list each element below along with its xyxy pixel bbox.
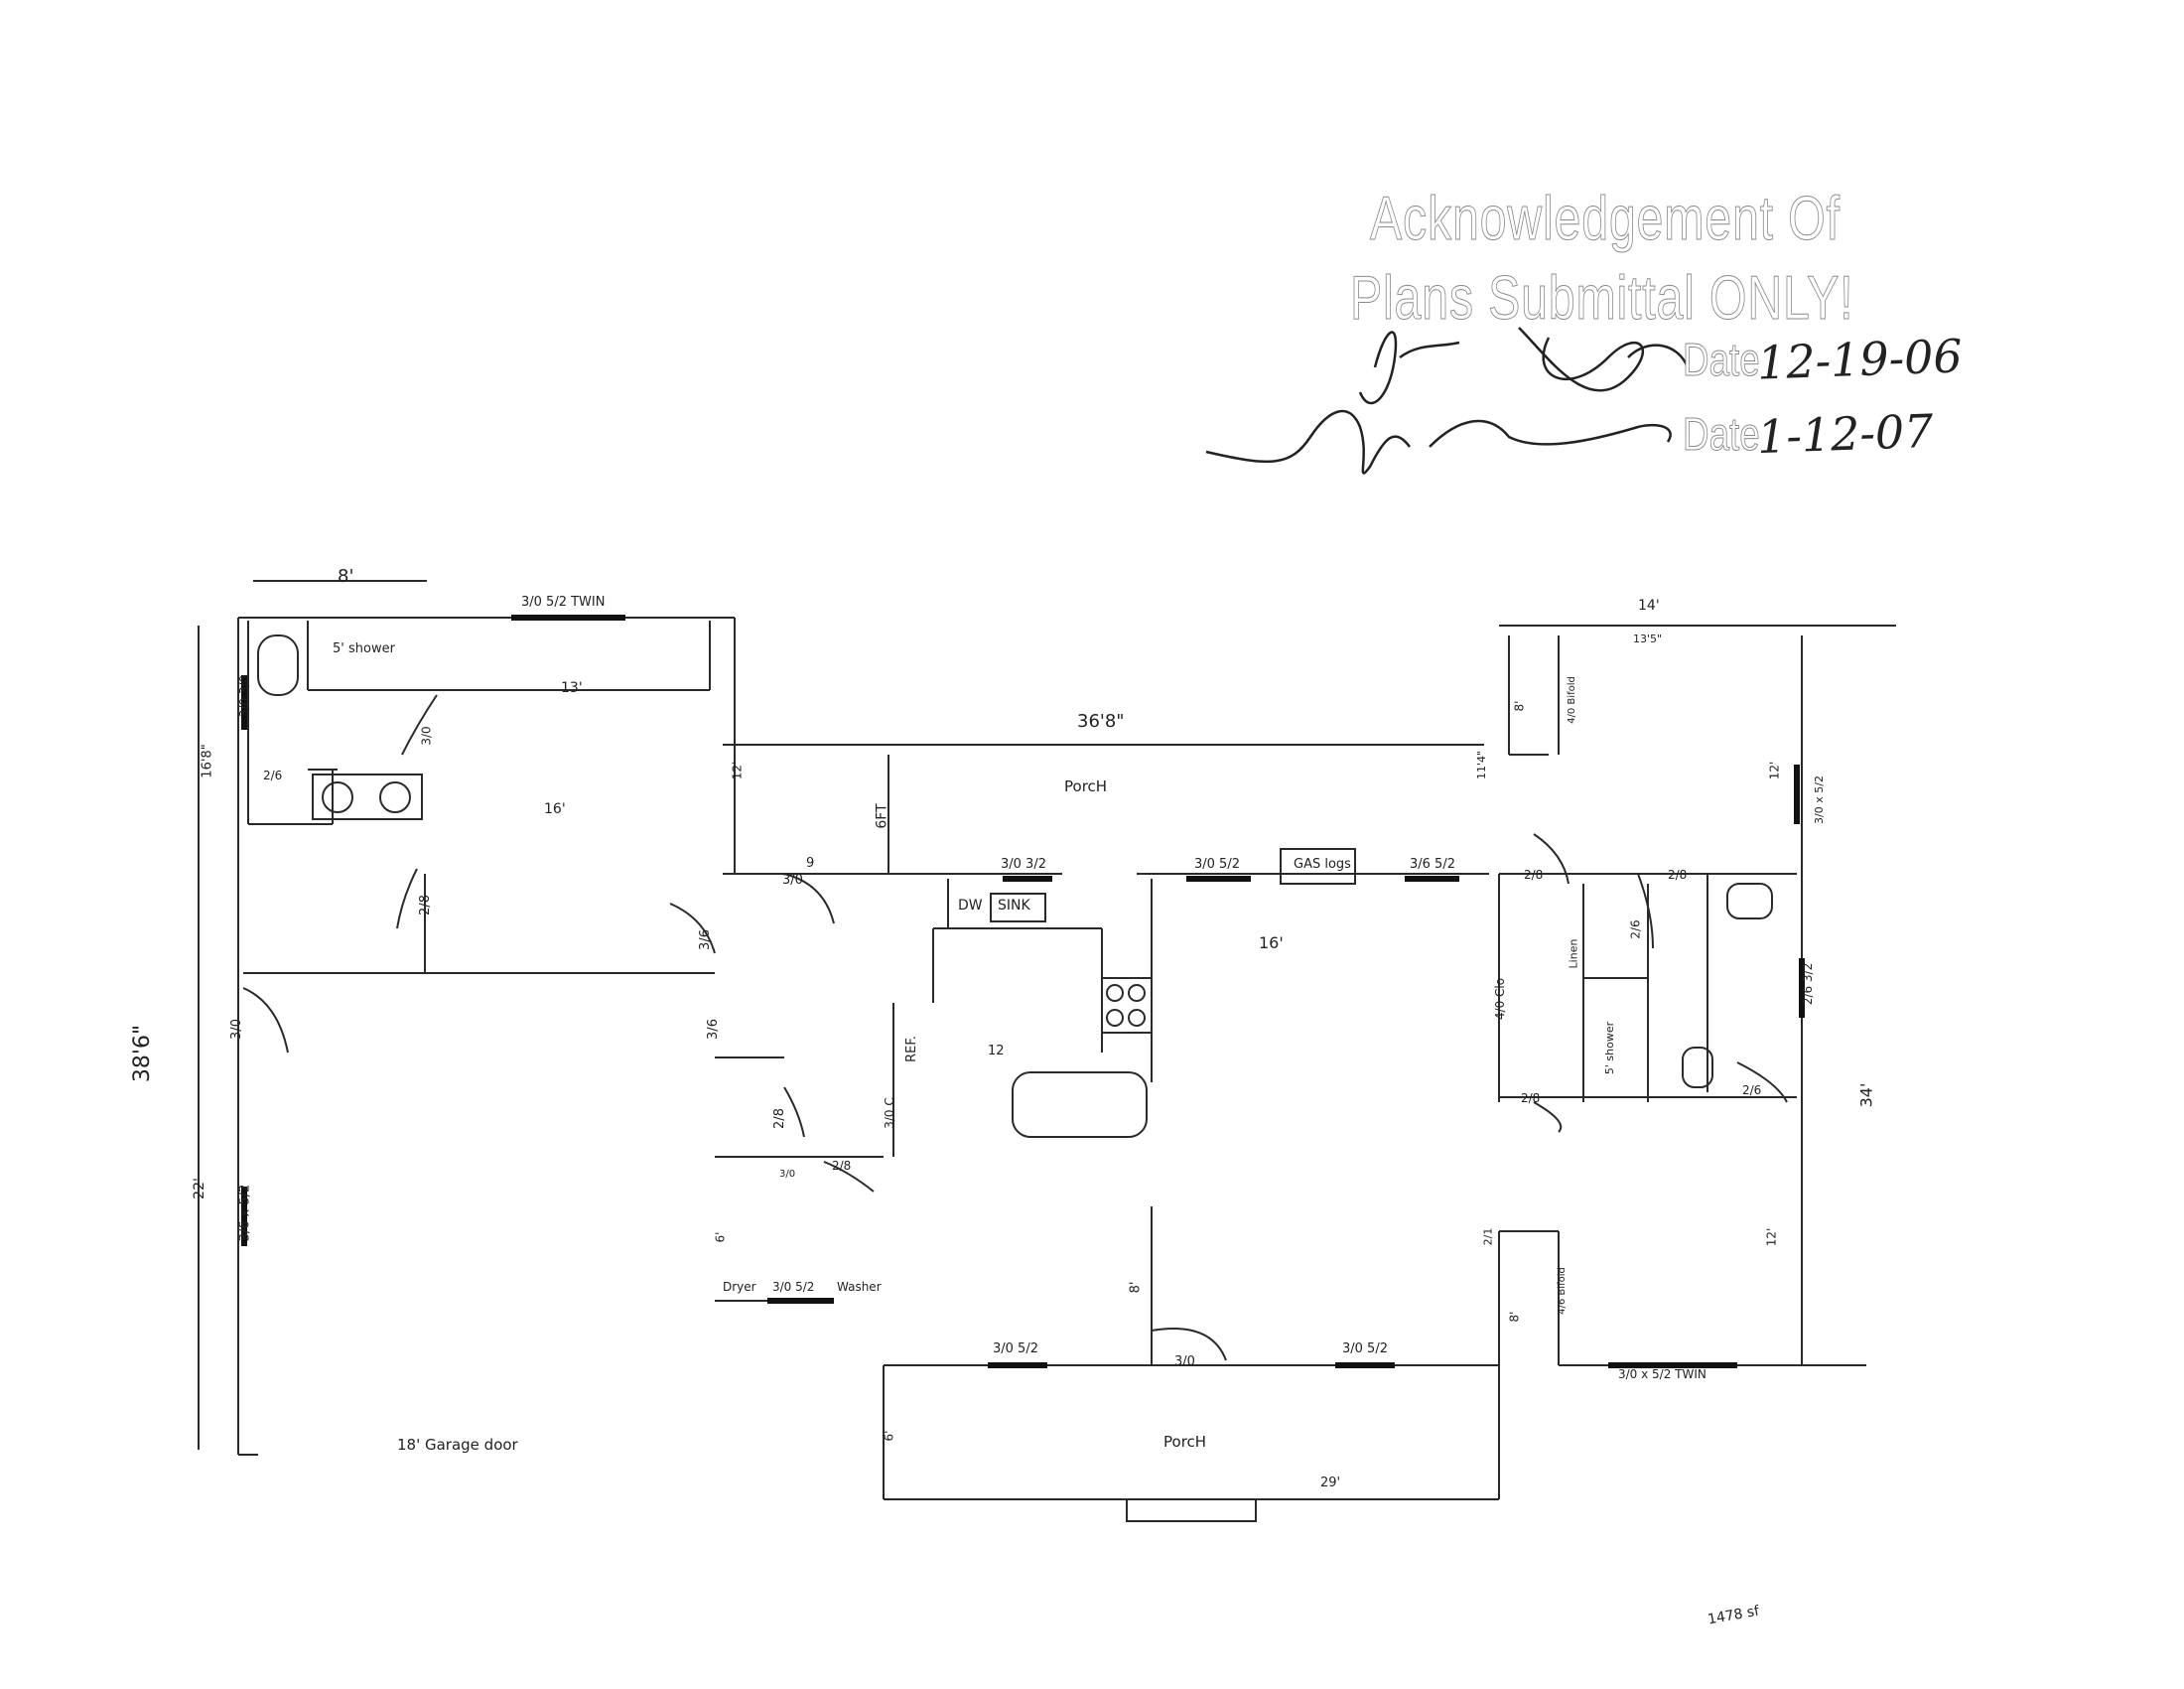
acknowledgement-stamp: Acknowledgement Of Plans Submittal ONLY!… xyxy=(1330,184,1946,482)
linen-label: Linen xyxy=(1567,938,1580,969)
window-2-6-3-2: 2/6 3/2 xyxy=(1801,962,1816,1006)
bifold-bottom-label: 4/6 Bifold xyxy=(1556,1267,1568,1315)
stamp-date-label-1: Date xyxy=(1683,334,1761,386)
door-2-8-a: 2/8 xyxy=(417,895,433,915)
stamp-date-value-2: 1-12-07 xyxy=(1756,403,1935,465)
stamp-date-label-2: Date xyxy=(1683,408,1761,461)
dim-34: 34' xyxy=(1856,1082,1876,1108)
porch-bottom-label: PorcH xyxy=(1163,1433,1207,1451)
dim-29: 29' xyxy=(1320,1476,1341,1490)
door-2-8-b: 2/8 xyxy=(771,1108,787,1129)
door-2-8-right-c: 2/8 xyxy=(1521,1091,1541,1105)
dim-12-right: 12' xyxy=(1767,761,1782,780)
washer-label: Washer xyxy=(837,1280,882,1294)
door-2-8-c: 2/8 xyxy=(832,1159,852,1173)
door-2-6-right: 2/6 xyxy=(1628,919,1643,939)
signature-marks xyxy=(1205,327,1690,475)
dim-16-8: 16'8" xyxy=(200,744,215,778)
door-left-1: 3/0 xyxy=(419,726,434,746)
dim-12-top: 12' xyxy=(730,761,745,780)
dim-9: 9 xyxy=(806,856,815,871)
door-2-8-right-a: 2/8 xyxy=(1524,868,1544,882)
dim-6ft: 6FT xyxy=(874,803,890,829)
door-3-6-a: 3/6 xyxy=(697,929,713,950)
dim-3-0-small: 3/0 xyxy=(779,1169,796,1180)
refrigerator-label: REF. xyxy=(903,1036,919,1062)
gas-logs-label: GAS logs xyxy=(1294,857,1351,872)
dim-8-bottom-right: 8' xyxy=(1507,1311,1522,1323)
shower-label: 5' shower xyxy=(333,641,395,656)
window-3-0-5-2-a: 3/0 5/2 xyxy=(1194,857,1240,872)
stamp-line-1: Acknowledgement Of xyxy=(1370,185,1841,254)
stamp-date-value-1: 12-19-06 xyxy=(1756,329,1964,390)
window-left-1: 3/0 3/0 xyxy=(237,674,252,718)
dim-8-hall: 8' xyxy=(1128,1281,1144,1294)
dim-22: 22' xyxy=(191,1178,207,1199)
dim-12-bottom-right: 12' xyxy=(1764,1227,1779,1247)
dishwasher-label: DW xyxy=(958,898,983,914)
dim-16-living: 16' xyxy=(1259,933,1284,952)
window-twin-bottom: 3/0 x 5/2 TWIN xyxy=(1618,1367,1706,1381)
window-twin-top-label: 3/0 5/2 TWIN xyxy=(521,595,606,610)
dim-6-laundry: 6' xyxy=(713,1231,728,1243)
door-2-8-right-b: 2/8 xyxy=(1668,868,1688,882)
sink-label: SINK xyxy=(998,898,1030,914)
dim-6-porch: 6' xyxy=(882,1430,896,1442)
window-left-2: 3/6 x 5/2 xyxy=(237,1184,253,1242)
dim-8-right: 8' xyxy=(1512,700,1527,712)
bifold-top-label: 4/0 Bifold xyxy=(1566,676,1577,724)
dim-13-5: 13'5" xyxy=(1633,633,1663,645)
window-3-6-5-2-b: 3/6 5/2 xyxy=(1410,857,1455,872)
dim-14: 14' xyxy=(1638,598,1660,614)
door-3-0-front: 3/0 xyxy=(1174,1354,1195,1369)
stamp-line-2: Plans Submittal ONLY! xyxy=(1350,264,1854,334)
pantry-label: 3/0 C xyxy=(882,1097,896,1129)
door-3-0-left: 3/0 xyxy=(228,1019,244,1040)
dim-12-kitchen: 12 xyxy=(988,1044,1005,1058)
closet-4-0: 4/0 Clo xyxy=(1493,977,1508,1021)
window-dryer: 3/0 5/2 xyxy=(772,1280,815,1294)
door-3-6-b: 3/6 xyxy=(705,1019,721,1040)
dim-13: 13' xyxy=(561,680,583,696)
dim-36-8: 36'8" xyxy=(1077,711,1125,732)
door-left-2: 2/6 xyxy=(263,769,283,782)
garage-door-label: 18' Garage door xyxy=(397,1436,518,1454)
door-3-0-kitchen: 3/0 xyxy=(782,873,803,888)
dim-11-4: 11'4" xyxy=(1475,750,1489,780)
dim-16-bedroom: 16' xyxy=(544,801,566,817)
window-right-top: 3/0 x 5/2 xyxy=(1812,775,1826,824)
dryer-label: Dryer xyxy=(723,1280,756,1294)
window-front-b: 3/0 5/2 xyxy=(1342,1341,1388,1356)
dim-top-8: 8' xyxy=(338,566,354,587)
shower-right-label: 5' shower xyxy=(1603,1021,1617,1075)
window-front-a: 3/0 5/2 xyxy=(993,1341,1038,1356)
dim-2-1: 2/1 xyxy=(1481,1227,1495,1246)
dim-38-6: 38'6" xyxy=(130,1024,156,1083)
porch-top-label: PorcH xyxy=(1064,777,1108,795)
window-3-0-3-2: 3/0 3/2 xyxy=(1001,857,1046,872)
door-2-6-bath: 2/6 xyxy=(1742,1083,1762,1097)
